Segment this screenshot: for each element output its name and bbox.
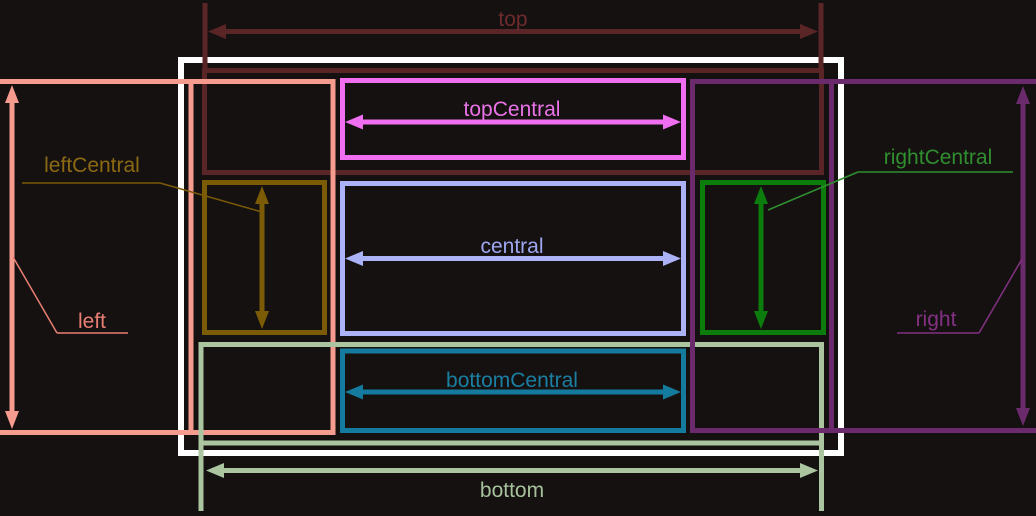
rightCentral-label: rightCentral bbox=[884, 146, 993, 169]
bottom-arrowhead-left bbox=[206, 463, 224, 478]
region-right: right bbox=[690, 79, 1036, 433]
region-bottomCentral: bottomCentral bbox=[340, 348, 686, 433]
rightCentral-arrowhead-up bbox=[754, 186, 768, 204]
region-rightCentral: rightCentral bbox=[700, 146, 1013, 335]
leftCentral-label: leftCentral bbox=[44, 154, 140, 177]
region-bottom: bottom bbox=[198, 342, 824, 511]
right-leader-line bbox=[978, 258, 1023, 334]
bottomCentral-region-rect bbox=[340, 348, 686, 433]
right-arrowhead-up bbox=[1016, 86, 1030, 104]
right-arrowhead-down bbox=[1016, 408, 1030, 426]
bottomCentral-arrowhead-left bbox=[345, 384, 363, 400]
top-region-rect bbox=[202, 68, 824, 175]
right-region-rect bbox=[690, 79, 834, 433]
bottomCentral-label: bottomCentral bbox=[446, 369, 578, 392]
rightCentral-region-rect bbox=[700, 180, 826, 335]
top-arrowhead-right bbox=[800, 24, 818, 39]
rightCentral-arrowhead-down bbox=[754, 311, 768, 329]
bottom-arrowhead-right bbox=[800, 463, 818, 478]
region-top: top bbox=[202, 3, 824, 175]
left-arrowhead-down bbox=[5, 411, 19, 429]
left-region-rect bbox=[188, 79, 336, 435]
leftCentral-region-rect bbox=[202, 180, 327, 335]
leftCentral-leader-line bbox=[159, 182, 263, 213]
rightCentral-leader-line bbox=[767, 171, 859, 211]
bottom-region-rect bbox=[198, 342, 824, 446]
topCentral-arrowhead-left bbox=[345, 114, 363, 130]
left-label: left bbox=[78, 310, 106, 333]
region-leftCentral: leftCentral bbox=[22, 154, 327, 335]
central-arrowhead-left bbox=[345, 251, 363, 266]
top-label: top bbox=[498, 8, 527, 31]
topCentral-region-rect bbox=[340, 78, 686, 160]
central-label: central bbox=[480, 235, 543, 258]
left-arrowhead-up bbox=[5, 85, 19, 103]
left-leader-line bbox=[12, 256, 58, 334]
leftCentral-arrowhead-down bbox=[255, 311, 269, 329]
right-label: right bbox=[916, 308, 957, 331]
bottom-label: bottom bbox=[480, 479, 544, 502]
central-region-rect bbox=[340, 181, 686, 336]
topCentral-label: topCentral bbox=[464, 98, 561, 121]
region-central: central bbox=[340, 181, 686, 336]
leftCentral-arrowhead-up bbox=[255, 186, 269, 204]
bottomCentral-arrowhead-right bbox=[663, 384, 681, 400]
region-topCentral: topCentral bbox=[340, 78, 686, 160]
topCentral-arrowhead-right bbox=[663, 114, 681, 130]
central-arrowhead-right bbox=[663, 251, 681, 266]
region-left: left bbox=[0, 79, 336, 435]
outer-frame-rect bbox=[178, 57, 844, 456]
top-arrowhead-left bbox=[208, 24, 226, 39]
